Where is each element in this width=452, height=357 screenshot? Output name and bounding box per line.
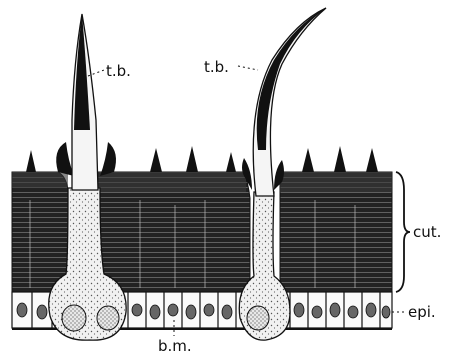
- label-epidermis: epi.: [408, 303, 436, 321]
- label-cuticle: cut.: [413, 223, 441, 241]
- label-basement-membrane: b.m.: [158, 337, 192, 355]
- cuticle-brace: [396, 172, 410, 292]
- label-tactile-bristle-right: t.b.: [204, 58, 229, 76]
- label-tactile-bristle-left: t.b.: [106, 62, 131, 80]
